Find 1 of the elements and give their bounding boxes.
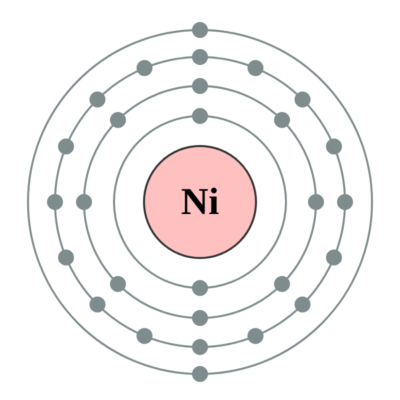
element-symbol: Ni xyxy=(181,183,219,221)
